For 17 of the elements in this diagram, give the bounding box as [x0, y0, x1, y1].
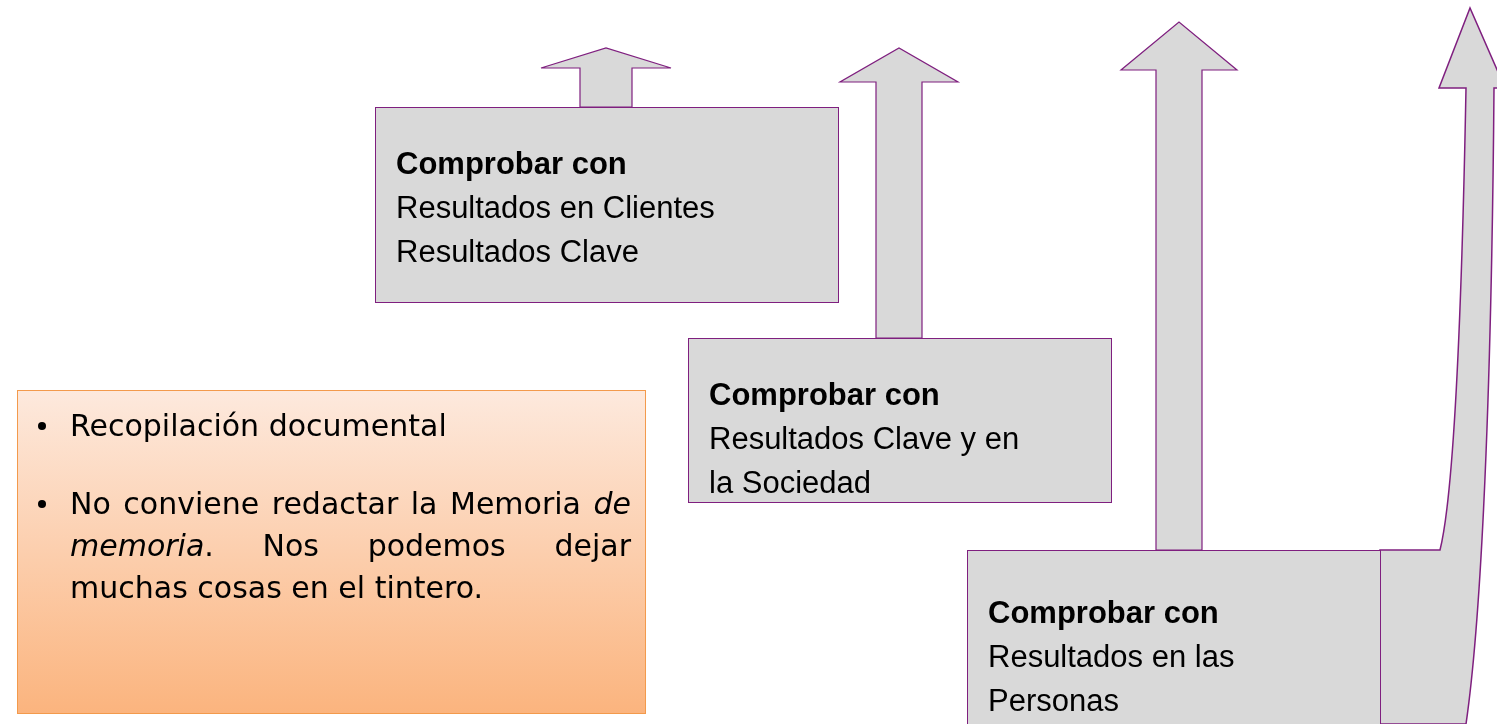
- bullet-text: Recopilación documental: [70, 407, 448, 445]
- bullet-text: No conviene redactar la Memoria de memoria. Nos podemos dejar muchas cosas en el tintero.: [70, 485, 631, 607]
- box-text: Resultados Clave y en la Sociedad: [709, 420, 1021, 502]
- box-text: Resultados Clave: [396, 233, 640, 271]
- process-box: [967, 550, 1381, 724]
- block-arrow: [1119, 21, 1239, 551]
- box-heading: Comprobar con: [709, 376, 941, 414]
- note-box: [17, 390, 646, 714]
- process-box: [688, 338, 1112, 503]
- block-arrow: [540, 47, 672, 108]
- block-arrow: [837, 47, 961, 339]
- curved-block-arrow: [1379, 7, 1497, 724]
- box-text: Resultados en las Personas: [988, 638, 1236, 720]
- process-box: [375, 107, 839, 303]
- box-text: Resultados en Clientes: [396, 189, 716, 227]
- box-heading: Comprobar con: [988, 594, 1220, 632]
- box-heading: Comprobar con: [396, 145, 628, 183]
